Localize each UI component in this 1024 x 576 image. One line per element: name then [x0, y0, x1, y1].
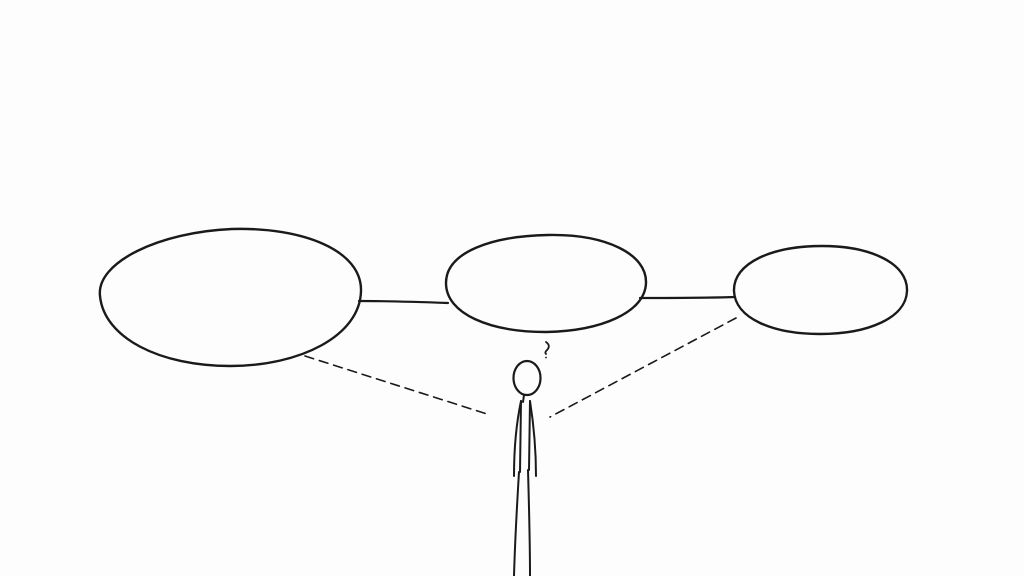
stick-figure	[512, 359, 542, 576]
figure-head	[512, 359, 542, 397]
question-mark-dot	[545, 356, 547, 359]
question-mark-icon	[544, 341, 550, 359]
figure-right-arm	[529, 400, 537, 477]
figure-left-leg	[513, 471, 520, 576]
node-right	[732, 244, 909, 336]
figure-left-arm	[513, 400, 522, 477]
sightline-left	[304, 355, 488, 415]
connector-middle-right	[638, 295, 737, 300]
figure-torso	[519, 400, 531, 473]
sightline-right	[549, 317, 737, 418]
figure-neck	[522, 394, 525, 403]
figure-right-leg	[527, 469, 531, 576]
connector-left-middle	[357, 299, 450, 305]
node-middle	[444, 233, 648, 334]
node-left	[98, 227, 363, 368]
